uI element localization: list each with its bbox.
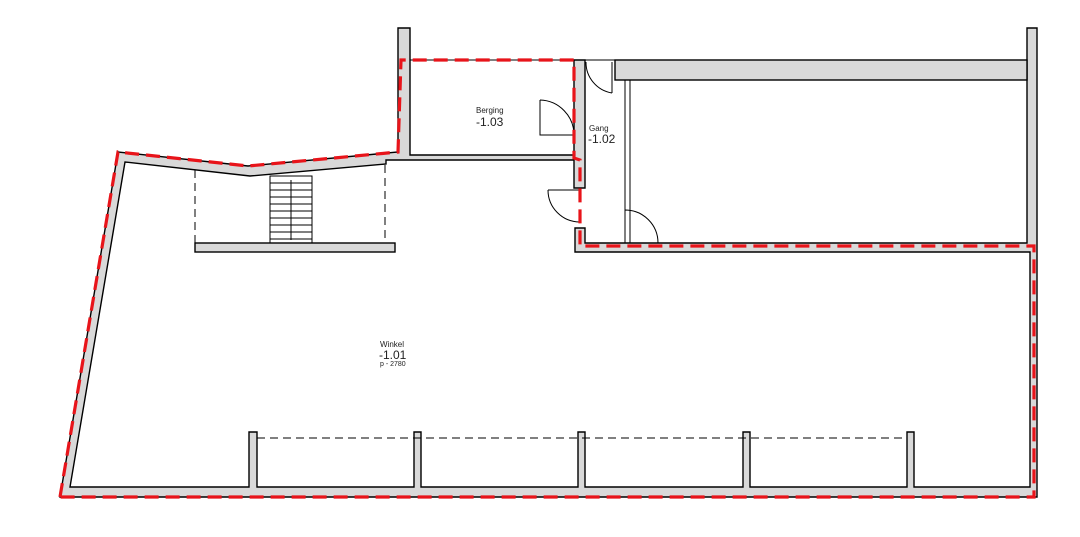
- top-right-wall: [614, 59, 1028, 81]
- room-name-gang: Gang: [589, 124, 609, 133]
- room-number-gang: -1.02: [588, 132, 616, 146]
- stair-tread-lines: [270, 180, 312, 240]
- glass-partition: [624, 79, 631, 244]
- door-winkel: [547, 189, 581, 223]
- stair-slab: [194, 242, 396, 253]
- room-number-winkel: -1.01: [379, 348, 407, 362]
- room-name-winkel: Winkel: [380, 340, 404, 349]
- stair-opening-outline: [194, 165, 386, 243]
- walls: [59, 27, 1038, 498]
- area-boundary: [58, 58, 1036, 499]
- outer-wall: [59, 27, 1038, 498]
- door-berging: [539, 99, 575, 136]
- door-gang-top: [585, 61, 613, 94]
- room-number-berging: -1.03: [476, 115, 504, 129]
- room-note-winkel: p - 2780: [380, 361, 406, 368]
- room-name-berging: Berging: [476, 106, 504, 115]
- door-right-room: [624, 209, 659, 244]
- stair-treads: [269, 175, 313, 244]
- stair: [194, 165, 386, 244]
- doors: [539, 61, 659, 244]
